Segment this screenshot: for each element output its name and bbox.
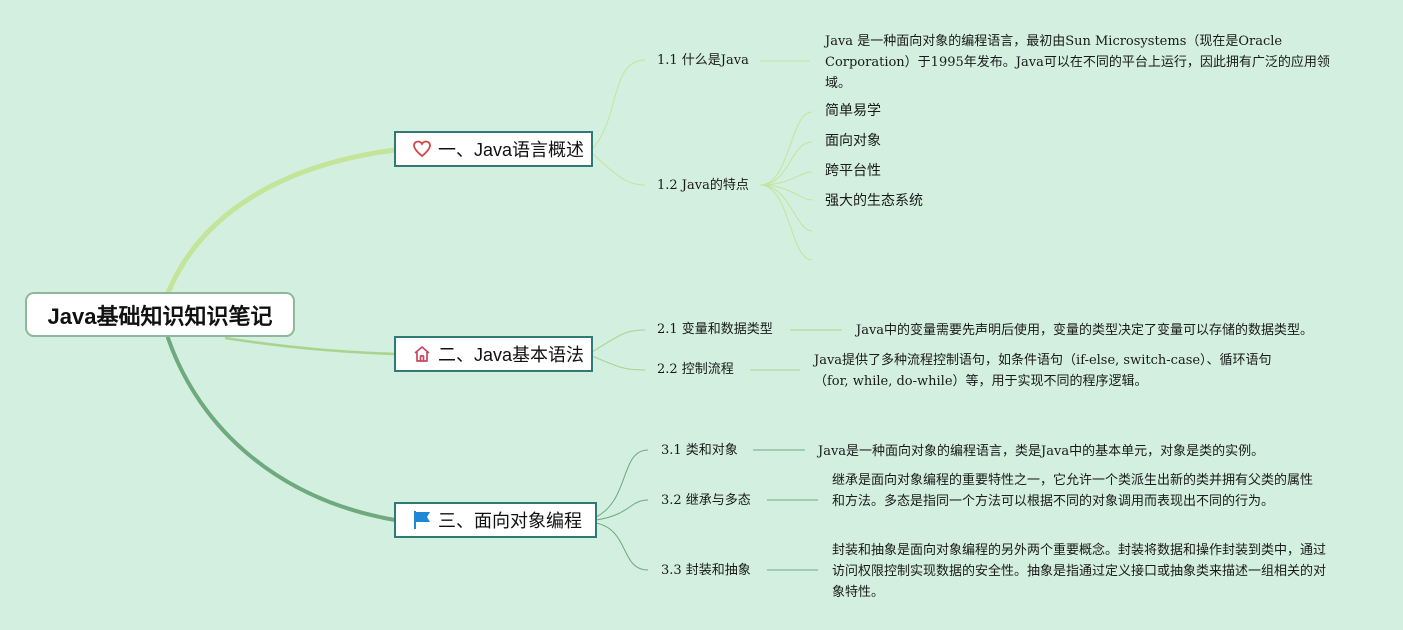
branch-node-oop[interactable]: 三、面向对象编程 (394, 502, 597, 538)
heart-icon (412, 139, 432, 159)
root-link-branch-1 (165, 147, 398, 296)
root-link-branch-3 (166, 336, 397, 522)
leaf-desc-3-1: Java是一种面向对象的编程语言，类是Java中的基本单元，对象是类的实例。 (818, 444, 1265, 459)
feature-item[interactable]: 面向对象 (825, 133, 881, 149)
leaf-desc-1-1: Java 是一种面向对象的编程语言，最初由Sun Microsystems（现在… (825, 34, 1330, 91)
flag-icon (412, 510, 432, 530)
root-link-branch-2 (224, 336, 396, 356)
root-node[interactable]: Java基础知识知识笔记 (25, 292, 295, 337)
branch-node-java-syntax[interactable]: 二、Java基本语法 (394, 336, 593, 372)
leaf-desc-2-2: Java提供了多种流程控制语句，如条件语句（if-else, switch-ca… (814, 353, 1272, 389)
subtopic-2-1[interactable]: 2.1 变量和数据类型 (657, 322, 773, 337)
leaf-desc-2-1: Java中的变量需要先声明后使用，变量的类型决定了变量可以存储的数据类型。 (856, 323, 1314, 338)
subtopic-1-1[interactable]: 1.1 什么是Java (657, 53, 749, 68)
subtopic-1-2[interactable]: 1.2 Java的特点 (657, 178, 749, 193)
root-title: Java基础知识知识笔记 (47, 303, 273, 329)
branch-label: 二、Java基本语法 (438, 345, 585, 365)
leaf-desc-3-3: 封装和抽象是面向对象编程的另外两个重要概念。封装将数据和操作封装到类中，通过访问… (832, 543, 1327, 600)
feature-item[interactable]: 强大的生态系统 (825, 193, 923, 209)
subtopic-3-1[interactable]: 3.1 类和对象 (661, 443, 738, 458)
subtopic-3-2[interactable]: 3.2 继承与多态 (661, 493, 751, 508)
branch-node-java-overview[interactable]: 一、Java语言概述 (394, 131, 593, 167)
feature-item[interactable]: 简单易学 (825, 103, 881, 119)
feature-item[interactable]: 跨平台性 (825, 163, 881, 179)
branch-label: 一、Java语言概述 (438, 140, 585, 160)
leaf-desc-3-2: 继承是面向对象编程的重要特性之一，它允许一个类派生出新的类并拥有父类的属性和方法… (832, 473, 1314, 509)
branch-label: 三、面向对象编程 (438, 511, 582, 531)
subtopic-2-2[interactable]: 2.2 控制流程 (657, 362, 734, 377)
subtopic-3-3[interactable]: 3.3 封装和抽象 (661, 563, 751, 578)
home-icon (412, 344, 432, 364)
